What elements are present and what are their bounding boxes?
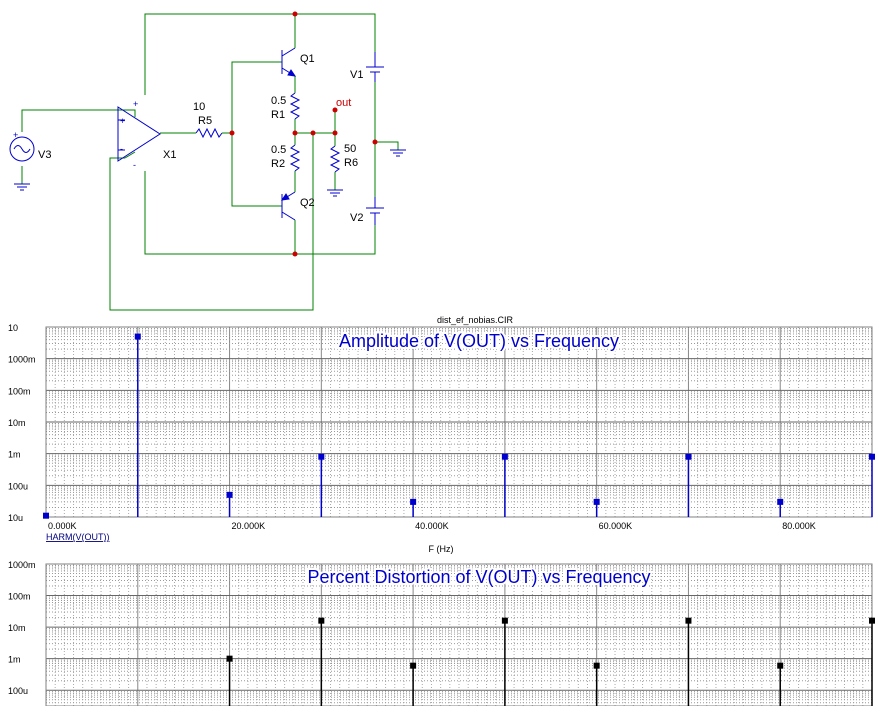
x-tick-label: 80.000K <box>782 521 816 531</box>
x-tick-label: 60.000K <box>599 521 633 531</box>
data-point <box>43 512 49 519</box>
data-point <box>501 617 508 624</box>
r1-name-label: R1 <box>271 109 285 121</box>
node-top-rail <box>292 11 298 17</box>
r2-value-label: 0.5 <box>271 144 286 156</box>
data-point <box>777 498 784 505</box>
opamp-minus-mark: - <box>120 144 123 154</box>
v1-label: V1 <box>350 69 363 81</box>
r6-value-label: 50 <box>344 143 356 155</box>
wire-to-ground <box>375 141 399 150</box>
q2-emitter-arrow <box>280 193 290 201</box>
data-point <box>318 617 325 624</box>
y-tick-label: 100m <box>8 386 31 396</box>
x-axis-label: F (Hz) <box>429 544 454 554</box>
q1-emitter-arrow <box>287 69 297 77</box>
q2-collector-leg <box>281 211 296 221</box>
wire-opamp-minus <box>124 151 136 159</box>
data-point <box>501 453 508 460</box>
r6-resistor <box>329 145 341 173</box>
data-point <box>226 491 233 498</box>
wire-v3-to-opamp <box>21 109 136 132</box>
y-tick-label: 100u <box>8 481 28 491</box>
y-tick-label: 10u <box>8 513 23 523</box>
node-bottom-rail <box>292 251 298 257</box>
y-tick-label: 10 <box>8 323 18 333</box>
trace-legend-label: HARM(V(OUT)) <box>46 532 110 542</box>
v3-label: V3 <box>38 149 51 161</box>
data-point <box>777 662 784 669</box>
distortion-chart: 1000m 100m 10m 1m 100u Percent Distortion of … <box>8 560 875 707</box>
y-tick-label: 1000m <box>8 355 36 365</box>
node-out-label <box>332 107 338 113</box>
y-tick-label: 1m <box>8 655 21 665</box>
data-point <box>226 655 233 662</box>
wire-top-rail <box>144 13 376 95</box>
wire-bottom-rail <box>144 171 376 255</box>
data-point <box>410 662 417 669</box>
chart-title: Percent Distortion of V(OUT) vs Frequenc… <box>307 567 650 587</box>
r5-resistor <box>195 127 223 139</box>
y-tick-label: 1000m <box>8 560 36 570</box>
component-labels: V3 X1 10 R5 Q1 Q2 0.5 R1 0.5 R2 50 R6 V1… <box>38 53 363 224</box>
chart-title: Amplitude of V(OUT) vs Frequency <box>339 331 619 351</box>
wire-feedback <box>109 133 314 311</box>
node-feedback <box>310 130 316 136</box>
x-tick-label: 40.000K <box>415 521 449 531</box>
r5-value-label: 10 <box>193 101 205 113</box>
opamp-symbol <box>117 106 161 162</box>
junction-nodes <box>229 11 378 257</box>
v3-source-symbol <box>9 136 35 162</box>
y-tick-label: 100m <box>8 592 31 602</box>
y-tick-label: 10m <box>8 418 26 428</box>
node-supply-mid <box>372 139 378 145</box>
x1-label: X1 <box>163 149 176 161</box>
data-point <box>410 498 417 505</box>
r6-name-label: R6 <box>344 157 358 169</box>
data-point <box>869 453 875 460</box>
x-tick-label: 20.000K <box>232 521 266 531</box>
data-point <box>318 453 325 460</box>
y-tick-label: 1m <box>8 450 21 460</box>
r2-name-label: R2 <box>271 158 285 170</box>
opamp-vminus-mark: - <box>133 160 136 170</box>
amplitude-chart: 10 1000m 100m 10m 1m 100u 10u 0.000K 20.000K 40.0… <box>8 323 875 531</box>
wires <box>21 13 399 311</box>
plot-frame <box>45 326 873 518</box>
r2-resistor <box>289 144 301 172</box>
v3-plus-mark: + <box>13 130 18 140</box>
y-tick-label: 10m <box>8 623 26 633</box>
v2-label: V2 <box>350 212 363 224</box>
circuit-schematic: + + - + - V3 X1 10 R5 Q1 Q2 0.5 R1 <box>9 11 406 311</box>
data-point <box>685 453 692 460</box>
data-point <box>134 333 141 340</box>
wire-base-bus <box>231 61 282 207</box>
data-point <box>685 617 692 624</box>
polarity-marks: + + - + - <box>13 99 138 170</box>
node-r6 <box>332 130 338 136</box>
data-point <box>593 498 600 505</box>
plot-file-title: dist_ef_nobias.CIR <box>437 315 514 325</box>
y-tick-label: 100u <box>8 686 28 696</box>
q1-label: Q1 <box>300 53 315 65</box>
data-point <box>593 662 600 669</box>
out-net-label: out <box>336 97 351 109</box>
q1-collector-leg <box>281 47 296 57</box>
node-output <box>292 130 298 136</box>
r1-value-label: 0.5 <box>271 95 286 107</box>
sine-icon <box>13 145 31 153</box>
x-tick-label: 0.000K <box>48 521 77 531</box>
components <box>9 47 406 225</box>
r1-resistor <box>289 92 301 120</box>
data-point <box>869 617 875 624</box>
q2-label: Q2 <box>300 197 315 209</box>
node-base <box>229 130 235 136</box>
r5-name-label: R5 <box>198 115 212 127</box>
opamp-plus-mark: + <box>120 116 125 126</box>
opamp-vplus-mark: + <box>133 99 138 109</box>
